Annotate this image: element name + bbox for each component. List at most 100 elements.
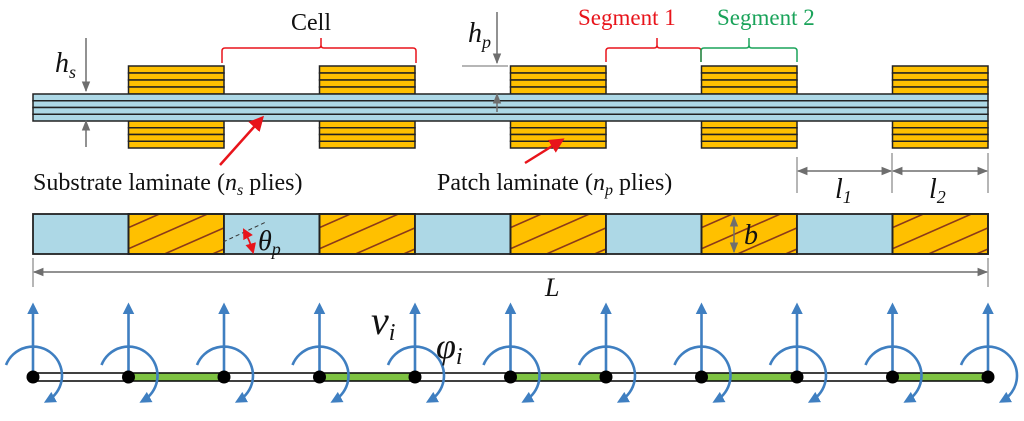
node-dofs — [195, 302, 255, 403]
beam-element — [509, 372, 607, 382]
patch-ply — [700, 127, 798, 136]
patch-ply — [318, 120, 416, 129]
patch-ply — [127, 140, 225, 149]
patch-ply — [127, 79, 225, 88]
rotation-arrow-icon — [386, 345, 446, 403]
side-view — [32, 65, 989, 149]
patch-ply — [891, 65, 989, 74]
node-point — [886, 370, 899, 384]
phi-label: φi — [436, 326, 463, 370]
beam-element — [891, 372, 989, 382]
strip-patch-outline — [891, 213, 989, 255]
substrate-ply — [32, 100, 989, 109]
patch-ply — [127, 133, 225, 142]
L-dimension — [32, 258, 989, 287]
cell-label: Cell — [291, 10, 331, 36]
patch-stack-top — [509, 65, 607, 95]
patch-ply — [318, 133, 416, 142]
rotation-arrow-icon — [100, 345, 159, 403]
fiber-line — [510, 214, 592, 250]
fiber-lines — [510, 214, 606, 254]
strip-substrate-region — [796, 213, 894, 255]
node-dofs — [864, 302, 923, 403]
fiber-line — [128, 214, 162, 229]
beam-element — [32, 372, 130, 382]
fiber-line — [892, 214, 926, 229]
node-dofs — [482, 302, 541, 403]
node-point — [981, 370, 995, 384]
patch-ply — [318, 86, 416, 95]
l1-label: l1 — [835, 174, 852, 207]
rotation-arrow-icon — [864, 345, 923, 403]
node-dofs — [673, 302, 732, 403]
patch-stack-top — [127, 65, 225, 95]
rotation-arrow-icon — [768, 345, 828, 403]
fiber-line — [128, 214, 210, 250]
hs-label: hs — [55, 48, 76, 82]
patch-ply — [127, 65, 225, 74]
patch-ply — [891, 79, 989, 88]
v-label: vi — [371, 298, 395, 346]
substrate-pointer-arrow — [219, 115, 264, 166]
patch-ply — [318, 127, 416, 136]
substrate-laminate — [32, 93, 989, 122]
patch-stack-bottom — [127, 120, 225, 149]
patch-stack-bottom — [700, 120, 798, 149]
beam-element — [127, 372, 225, 382]
fiber-line — [546, 226, 606, 254]
substrate-laminate-label: Substrate laminate (ns plies) — [33, 170, 303, 199]
fe-model — [4, 302, 1019, 403]
patch-stack-top — [891, 65, 989, 95]
substrate-ply — [32, 93, 989, 102]
patch-ply — [891, 120, 989, 129]
patch-ply — [127, 72, 225, 81]
fiber-lines — [319, 214, 415, 254]
patch-ply — [318, 65, 416, 74]
rotation-arrow-icon — [4, 345, 64, 403]
patch-pointer-arrow — [524, 138, 565, 165]
node-point — [408, 370, 422, 384]
strip-substrate-region — [32, 213, 130, 255]
node-dofs — [959, 302, 1019, 403]
patch-ply — [318, 140, 416, 149]
substrate-ply — [32, 106, 989, 115]
segment-1-label: Segment 1 — [578, 5, 676, 30]
strip-substrate-region — [223, 213, 321, 255]
node-dofs — [100, 302, 159, 403]
patch-ply — [509, 79, 607, 88]
patch-stack-bottom — [891, 120, 989, 149]
fiber-line — [701, 214, 735, 229]
beam-element — [796, 372, 894, 382]
fiber-line — [701, 214, 783, 250]
node-point — [695, 370, 708, 384]
patch-ply — [509, 127, 607, 136]
patch-ply — [509, 133, 607, 142]
theta-label: θp — [258, 226, 281, 259]
patch-ply — [509, 72, 607, 81]
patch-ply — [700, 79, 798, 88]
substrate-ply — [32, 113, 989, 122]
rotation-arrow-icon — [291, 345, 350, 403]
rotation-arrow-icon — [482, 345, 541, 403]
node-dofs — [4, 302, 64, 403]
strip-substrate-region — [605, 213, 703, 255]
L-label: L — [544, 273, 559, 302]
fiber-line — [510, 214, 544, 229]
fiber-line — [319, 214, 401, 250]
fiber-lines — [892, 214, 988, 254]
beam-element — [223, 372, 321, 382]
segment-1-brace — [605, 38, 702, 62]
hp-label: hp — [468, 18, 491, 52]
beam-element — [605, 372, 703, 382]
segment-2-label: Segment 2 — [717, 5, 815, 30]
b-label: b — [744, 220, 758, 251]
patch-ply — [509, 65, 607, 74]
node-dofs — [386, 302, 446, 403]
node-dofs — [768, 302, 828, 403]
top-view-strip — [32, 213, 989, 255]
patch-ply — [509, 86, 607, 95]
rotation-arrow-icon — [577, 345, 637, 403]
node-point — [504, 370, 517, 384]
l2-label: l2 — [929, 174, 946, 207]
rotation-arrow-icon — [959, 345, 1019, 403]
